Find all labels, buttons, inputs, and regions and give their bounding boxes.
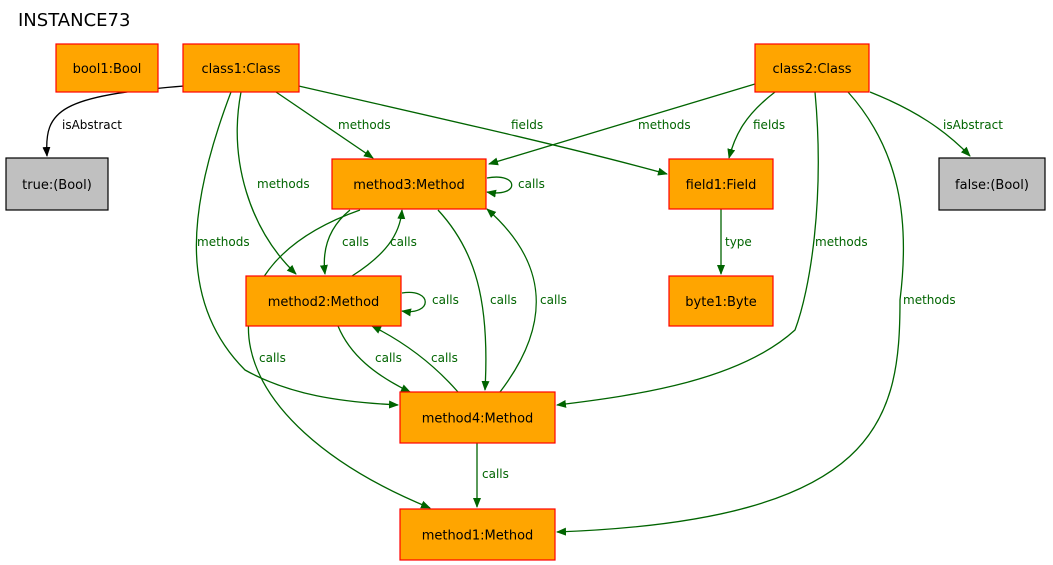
node-box-class2[interactable] (754, 43, 870, 93)
edge-class2-method3 (488, 83, 756, 166)
node-label-method4: method4:Method (422, 412, 534, 427)
node-box-byte1[interactable] (668, 275, 774, 327)
edge-class1-method4 (195, 91, 399, 409)
node-label-field1: field1:Field (686, 178, 757, 193)
edge-label-class1-method3: methods (338, 118, 391, 132)
edge-method4-method2 (371, 325, 459, 393)
edge-method2-method3 (351, 209, 406, 277)
edge-label-method2-method3: calls (390, 235, 417, 249)
node-false[interactable]: false:(Bool) (938, 157, 1046, 211)
node-box-method2[interactable] (245, 275, 402, 327)
node-box-false[interactable] (938, 157, 1046, 211)
edge-label-method3-method3: calls (518, 177, 545, 191)
edge-method3-method3 (486, 176, 513, 198)
edge-label-method3-method2: calls (342, 235, 369, 249)
node-label-true: true:(Bool) (22, 178, 92, 193)
node-box-method4[interactable] (399, 391, 556, 444)
node-box-method1[interactable] (399, 508, 556, 561)
node-box-true[interactable] (5, 157, 109, 211)
node-label-method1: method1:Method (422, 529, 534, 544)
node-method2[interactable]: method2:Method (245, 275, 402, 327)
edge-label-class1-true: isAbstract (62, 118, 122, 132)
node-label-method3: method3:Method (353, 178, 465, 193)
edge-label-method4-method1: calls (482, 467, 509, 481)
edge-class2-field1 (727, 91, 776, 159)
edge-label-class2-method3: methods (638, 118, 691, 132)
edge-label-class1-method2: methods (257, 177, 310, 191)
node-label-method2: method2:Method (268, 295, 380, 310)
node-method1[interactable]: method1:Method (399, 508, 556, 561)
edge-label-class2-false: isAbstract (943, 118, 1003, 132)
edge-label-method3-method4: calls (490, 293, 517, 307)
edge-method2-method2 (401, 291, 426, 317)
node-box-class1[interactable] (182, 43, 300, 93)
node-box-field1[interactable] (668, 158, 774, 210)
node-bool1[interactable]: bool1:Bool (55, 43, 159, 93)
edge-method3-method1 (248, 209, 431, 509)
node-method3[interactable]: method3:Method (331, 158, 487, 210)
edge-class2-false (869, 91, 971, 157)
node-box-bool1[interactable] (55, 43, 159, 93)
edge-label-class2-field1: fields (753, 118, 785, 132)
edge-class2-method4 (556, 91, 819, 408)
diagram-title: INSTANCE73 (18, 10, 131, 31)
node-field1[interactable]: field1:Field (668, 158, 774, 210)
node-byte1[interactable]: byte1:Byte (668, 275, 774, 327)
node-label-class2: class2:Class (772, 62, 851, 77)
node-method4[interactable]: method4:Method (399, 391, 556, 444)
node-box-method3[interactable] (331, 158, 487, 210)
edge-label-method4-method3: calls (540, 293, 567, 307)
node-class1[interactable]: class1:Class (182, 43, 300, 93)
node-true[interactable]: true:(Bool) (5, 157, 109, 211)
edge-class1-method3 (275, 91, 374, 159)
edge-class2-method1 (556, 91, 905, 536)
edge-method3-method4 (437, 209, 490, 391)
edge-label-class2-method4: methods (815, 235, 868, 249)
edge-label-field1-byte1: type (725, 235, 752, 249)
edge-label-method4-method2: calls (431, 351, 458, 365)
node-label-class1: class1:Class (201, 62, 280, 77)
edge-class1-field1 (289, 83, 668, 176)
edge-label-class2-method1: methods (903, 293, 956, 307)
edge-method3-method2 (319, 209, 351, 275)
node-label-false: false:(Bool) (955, 178, 1029, 193)
edge-label-method3-method1: calls (259, 351, 286, 365)
node-class2[interactable]: class2:Class (754, 43, 870, 93)
edge-label-method2-method2: calls (432, 293, 459, 307)
edge-method4-method3 (486, 208, 537, 393)
edge-label-method2-method4: calls (375, 351, 402, 365)
node-label-byte1: byte1:Byte (685, 295, 756, 310)
node-label-bool1: bool1:Bool (73, 62, 142, 77)
edge-method2-method4 (337, 325, 411, 393)
edge-label-class1-method4: methods (197, 235, 250, 249)
edge-label-class1-field1: fields (511, 118, 543, 132)
